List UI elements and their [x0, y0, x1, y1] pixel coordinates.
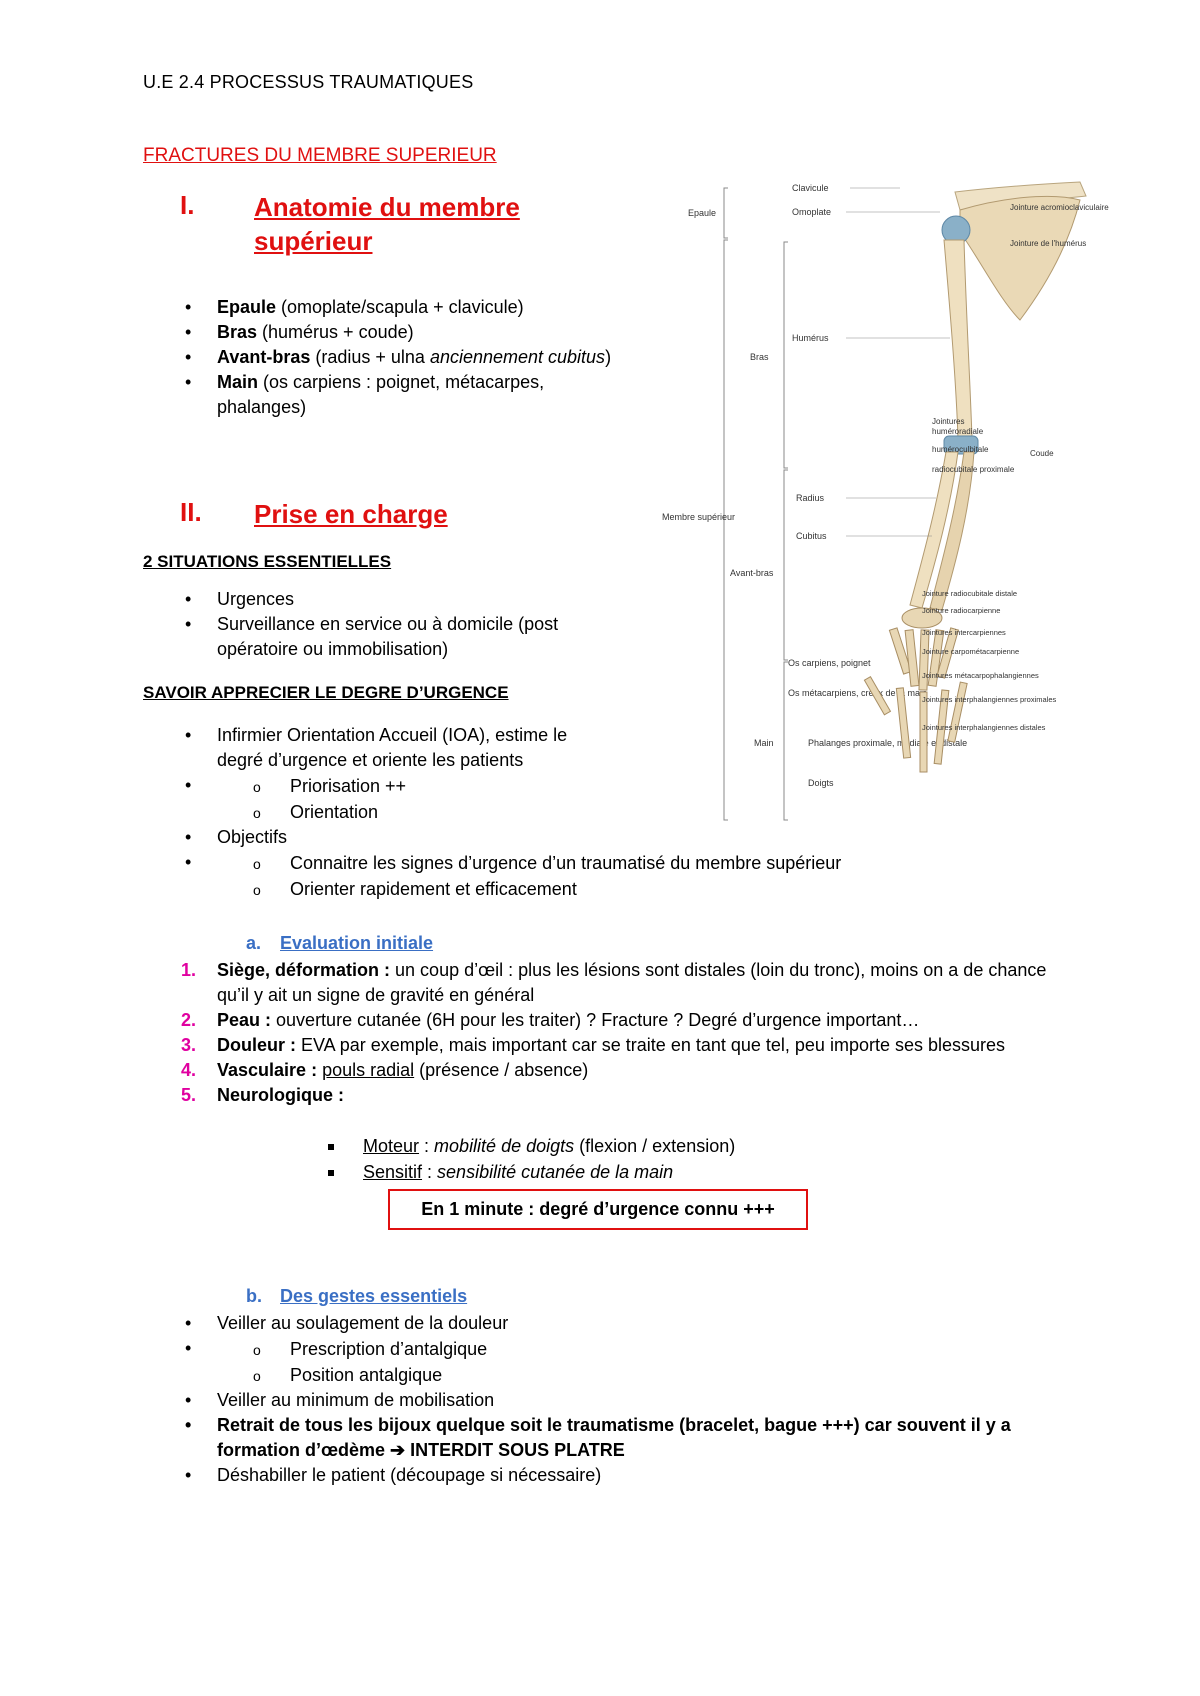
- label-radius: Radius: [796, 493, 825, 503]
- neuro-sub-list: Moteur : mobilité de doigts (flexion / e…: [143, 1133, 1043, 1185]
- gestes-title: Des gestes essentiels: [280, 1286, 468, 1306]
- label-j7: Jointures interphalangiennes distales: [922, 723, 1046, 732]
- eval-heading: a. Evaluation initiale: [246, 933, 434, 953]
- section-1-heading: I. Anatomie du membre supérieur: [180, 190, 600, 260]
- label-jointures: Jointures: [932, 417, 964, 426]
- eval-item: 5.Neurologique :: [181, 1085, 344, 1105]
- list-item: Bras (humérus + coude): [143, 320, 613, 345]
- label-radiocubitale: radiocubitale proximale: [932, 465, 1015, 474]
- list-item: Surveillance en service ou à domicile (p…: [143, 612, 623, 662]
- label-j3: Jointures intercarpiennes: [922, 628, 1006, 637]
- list-item: Epaule (omoplate/scapula + clavicule): [143, 295, 613, 320]
- label-coude: Coude: [1030, 449, 1054, 458]
- section-2-title: Prise en charge: [254, 499, 448, 529]
- label-humerocubitale: huméroculbitale: [932, 445, 989, 454]
- skeleton-drawing: [863, 181, 1087, 773]
- label-humerus: Humérus: [792, 333, 829, 343]
- label-carpiens: Os carpiens, poignet: [788, 658, 871, 668]
- label-acromio: Jointure acromioclaviculaire: [1010, 203, 1109, 212]
- section-1-title: Anatomie du membre supérieur: [254, 192, 520, 256]
- label-clavicule: Clavicule: [792, 183, 829, 193]
- label-jointure-humerus: Jointure de l'humérus: [1010, 239, 1086, 248]
- label-humeroradiale: huméroradiale: [932, 427, 984, 436]
- section-2-number: II.: [180, 497, 202, 527]
- label-j2: Jointure radiocarpienne: [922, 606, 1000, 615]
- neuro-item: Moteur : mobilité de doigts (flexion / e…: [143, 1133, 1043, 1159]
- main-title: FRACTURES DU MEMBRE SUPERIEUR: [143, 145, 497, 166]
- list-item: Retrait de tous les bijoux quelque soit …: [143, 1413, 1083, 1463]
- arrow-icon: ➔: [390, 1440, 406, 1460]
- urgence-heading: SAVOIR APPRECIER LE DEGRE D’URGENCE: [143, 683, 509, 702]
- situations-list: Urgences Surveillance en service ou à do…: [143, 587, 623, 662]
- eval-item: 1.Siège, déformation : un coup d’œil : p…: [181, 960, 1047, 1005]
- list-item: Urgences: [143, 587, 623, 612]
- label-metacarpiens: Os métacarpiens, creux de la main: [788, 688, 927, 698]
- eval-list: 1.Siège, déformation : un coup d’œil : p…: [143, 958, 1063, 1108]
- list-item: Veiller au minimum de mobilisation: [143, 1388, 1083, 1413]
- label-j5: Jointures métacarpophalangiennes: [922, 671, 1039, 680]
- eval-item: 4.Vasculaire : pouls radial (présence / …: [181, 1060, 589, 1080]
- anatomy-list: Epaule (omoplate/scapula + clavicule) Br…: [143, 295, 613, 420]
- section-1-number: I.: [180, 190, 195, 220]
- label-epaule: Epaule: [688, 208, 716, 218]
- eval-title: Evaluation initiale: [280, 933, 434, 953]
- arm-anatomy-figure: Epaule Bras Membre supérieur Avant-bras …: [660, 180, 1180, 830]
- list-item: Connaitre les signes d’urgence d’un trau…: [143, 850, 1043, 903]
- section-2-heading: II. Prise en charge: [180, 497, 600, 533]
- sub-list-item: Orienter rapidement et efficacement: [143, 876, 1043, 903]
- label-j1: Jointure radiocubitale distale: [922, 589, 1017, 598]
- label-omoplate: Omoplate: [792, 207, 831, 217]
- label-avant-bras: Avant-bras: [730, 568, 774, 578]
- list-item: Infirmier Orientation Accueil (IOA), est…: [143, 723, 613, 773]
- eval-item: 2.Peau : ouverture cutanée (6H pour les …: [181, 1010, 920, 1030]
- key-message-box: En 1 minute : degré d’urgence connu +++: [388, 1189, 808, 1230]
- list-item: Main (os carpiens : poignet, métacarpes,…: [143, 370, 613, 420]
- eval-item: 3.Douleur : EVA par exemple, mais import…: [181, 1035, 1006, 1055]
- urgence-list: Infirmier Orientation Accueil (IOA), est…: [143, 723, 1043, 903]
- label-cubitus: Cubitus: [796, 531, 827, 541]
- label-j4: Jointure carpométacarpienne: [922, 647, 1019, 656]
- list-item: Objectifs: [143, 825, 1043, 850]
- label-doigts: Doigts: [808, 778, 834, 788]
- label-membre: Membre supérieur: [662, 512, 735, 522]
- label-main: Main: [754, 738, 774, 748]
- label-phalanges: Phalanges proximale, médiale et distale: [808, 738, 967, 748]
- neuro-item: Sensitif : sensibilité cutanée de la mai…: [143, 1159, 1043, 1185]
- label-bras: Bras: [750, 352, 769, 362]
- sub-list-item: Connaitre les signes d’urgence d’un trau…: [143, 850, 1043, 877]
- list-item: Veiller au soulagement de la douleur: [143, 1311, 1083, 1336]
- list-item: Avant-bras (radius + ulna anciennement c…: [143, 345, 613, 370]
- sub-list-item: Orientation: [143, 799, 1043, 826]
- sub-list-item: Prescription d’antalgique: [143, 1336, 1083, 1363]
- gestes-list: Veiller au soulagement de la douleur Pre…: [143, 1311, 1083, 1488]
- label-j6: Jointures interphalangiennes proximales: [922, 695, 1056, 704]
- sub-list-item: Priorisation ++: [143, 773, 1043, 800]
- list-item: Déshabiller le patient (découpage si néc…: [143, 1463, 1083, 1488]
- document-header: U.E 2.4 PROCESSUS TRAUMATIQUES: [143, 72, 474, 92]
- list-item: Priorisation ++ Orientation: [143, 773, 1043, 826]
- gestes-heading: b. Des gestes essentiels: [246, 1286, 468, 1306]
- situations-heading: 2 SITUATIONS ESSENTIELLES: [143, 552, 392, 571]
- list-item: Prescription d’antalgique Position antal…: [143, 1336, 1083, 1389]
- sub-list-item: Position antalgique: [143, 1362, 1083, 1389]
